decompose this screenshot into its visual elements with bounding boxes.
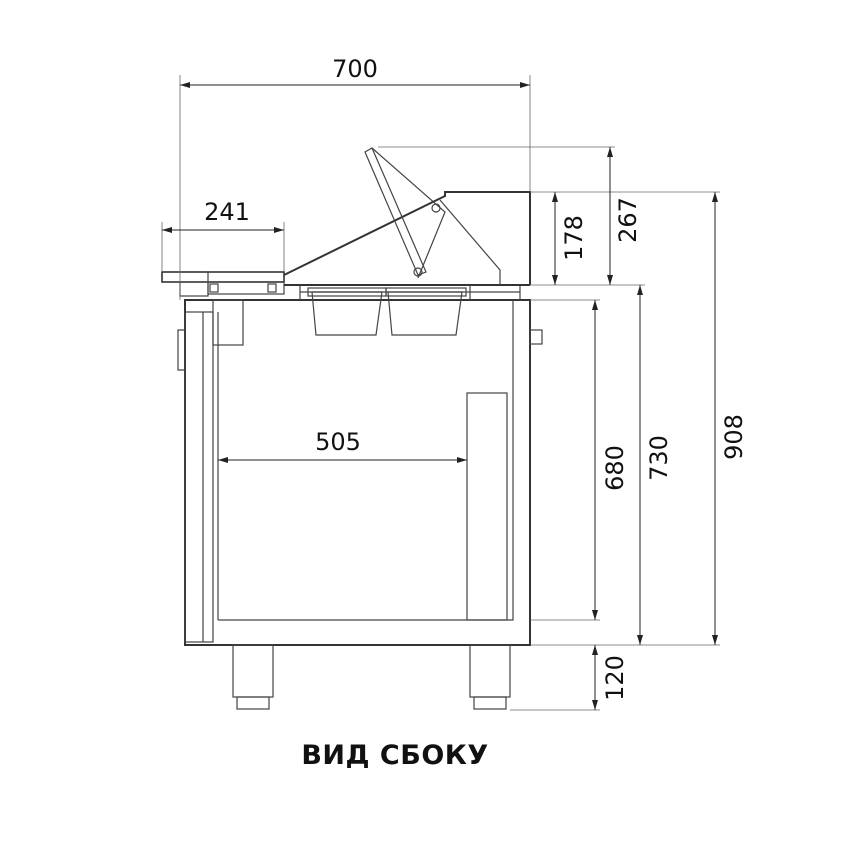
dimension-lines <box>162 82 718 710</box>
dim-label-241: 241 <box>204 198 250 226</box>
dim-label-267: 267 <box>614 197 642 243</box>
top-counter <box>161 147 531 336</box>
dim-label-700: 700 <box>332 55 378 83</box>
dim-label-680: 680 <box>601 445 629 491</box>
dim-label-120: 120 <box>601 655 629 701</box>
dim-label-505: 505 <box>315 428 361 456</box>
drawing-caption: ВИД СБОКУ <box>301 740 489 771</box>
cabinet-body <box>177 299 543 646</box>
legs <box>232 644 511 710</box>
dim-label-178: 178 <box>560 215 588 261</box>
dim-label-730: 730 <box>645 435 673 481</box>
extension-lines <box>161 75 720 711</box>
dim-label-908: 908 <box>720 414 748 460</box>
